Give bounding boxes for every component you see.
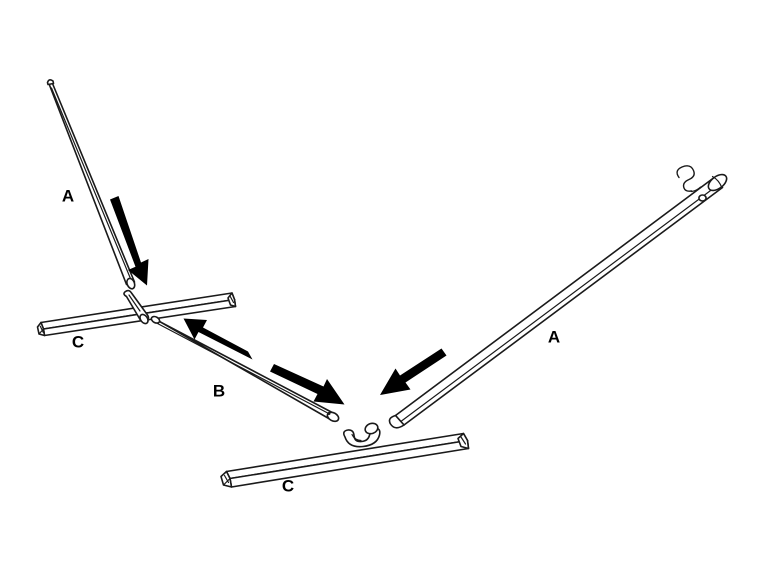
saddle-bracket-lower-socket — [364, 422, 379, 435]
upper-pole-right-rounded-end — [388, 414, 405, 429]
arrow-4-insert-pole-a-lower — [380, 348, 447, 395]
part-label-c-lower: C — [282, 476, 294, 495]
part-label-a-left: A — [62, 186, 74, 205]
connector-rod-edge — [156, 322, 333, 416]
part-upper-pole-left — [46, 79, 136, 290]
hook-icon — [676, 165, 702, 193]
connector-rod-pin-hole — [327, 412, 331, 415]
hook-tail — [690, 186, 702, 193]
upper-pole-left-open-end — [126, 277, 136, 290]
upper-pole-right-end-inner — [711, 175, 723, 189]
arrow-2-insert-rod-b-upper — [183, 318, 253, 360]
part-base-bar-lower — [220, 422, 470, 488]
connector-rod-upper-open-end — [150, 315, 161, 324]
part-base-bar-upper — [36, 289, 237, 337]
part-label-b: B — [213, 381, 225, 400]
upper-pole-left-edge — [50, 87, 133, 282]
base-bar-lower-right-cap-detail — [460, 436, 467, 445]
hook-curve — [676, 165, 695, 192]
locking-pin-icon — [698, 194, 707, 202]
arrow-2-shape — [183, 318, 253, 360]
part-upper-pole-right — [388, 165, 728, 429]
arrow-1-shape — [110, 196, 149, 286]
saddle-bracket-lower-crease — [351, 433, 362, 442]
upper-pole-left-notched-tip — [46, 79, 55, 86]
part-label-a-right: A — [548, 327, 560, 346]
saddle-bracket-upper-socket — [139, 313, 149, 325]
arrow-3-shape — [270, 364, 345, 405]
arrow-1-insert-pole-a-upper — [110, 196, 149, 286]
part-label-c-left: C — [72, 332, 84, 351]
arrow-3-insert-rod-b-lower — [270, 364, 345, 405]
arrow-4-shape — [380, 348, 447, 395]
base-bar-upper-saddle-bracket — [123, 289, 150, 325]
part-connector-rod — [150, 315, 340, 423]
base-bar-lower-saddle-bracket — [342, 422, 381, 448]
saddle-bracket-upper-crease — [128, 294, 141, 312]
upper-pole-right-edge — [400, 185, 717, 422]
base-bar-upper-left-cap-detail — [38, 325, 45, 335]
base-bar-lower-left-cap-detail — [222, 474, 231, 486]
base-bar-upper-right-cap-detail — [229, 295, 235, 304]
